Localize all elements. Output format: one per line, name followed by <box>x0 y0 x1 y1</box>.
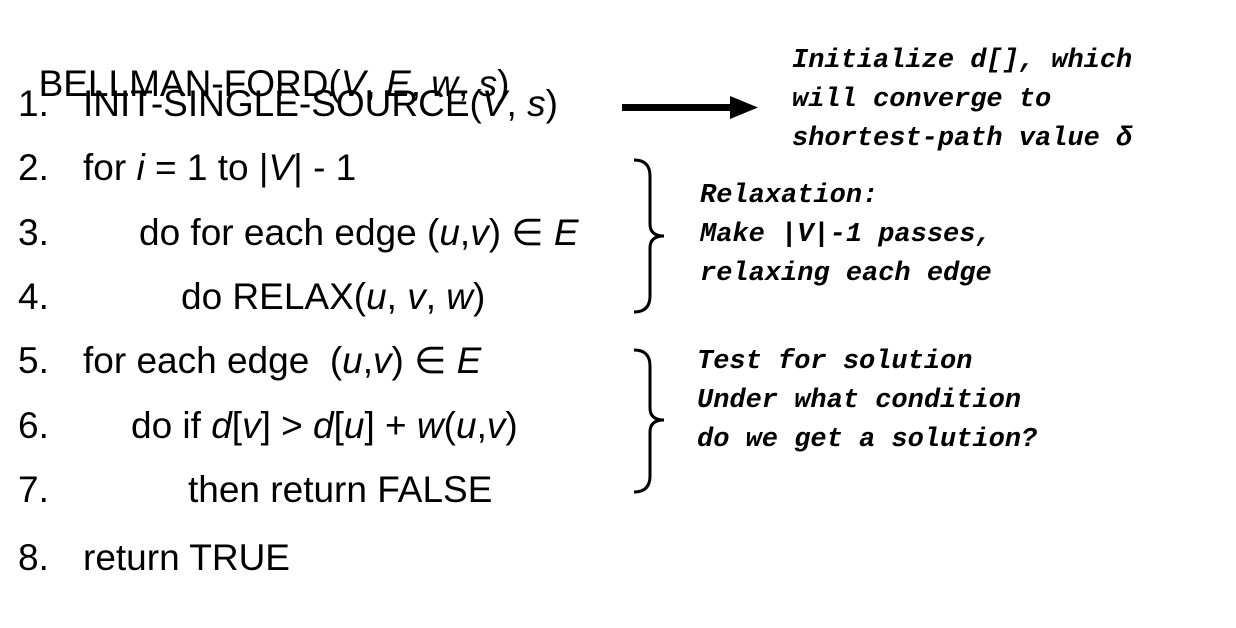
param-v: V <box>340 63 366 104</box>
param-e: E <box>386 63 411 104</box>
code-line-6: do if d[v] > d[u] + w(u,v) <box>131 405 518 446</box>
annotation-init-line-1: Initialize d[], which <box>792 46 1133 76</box>
param-s: s <box>478 63 498 104</box>
line-number-3: 3. <box>18 212 49 253</box>
right-brace-icon <box>633 348 665 494</box>
right-arrow-icon <box>622 96 758 119</box>
line-number-8: 8. <box>18 537 49 578</box>
annotation-test-line-2: Under what condition <box>697 386 1022 416</box>
algorithm-name: BELLMAN-FORD <box>38 63 329 104</box>
annotation-init-line-3: shortest-path value δ <box>792 124 1133 154</box>
line-number-7: 7. <box>18 469 49 510</box>
code-line-3: do for each edge (u,v) ∈ E <box>139 212 579 253</box>
line-number-5: 5. <box>18 340 49 381</box>
code-line-2: for i = 1 to |V| - 1 <box>83 147 357 188</box>
code-line-7: then return FALSE <box>188 469 493 510</box>
right-brace-icon <box>633 158 665 314</box>
algorithm-title: BELLMAN-FORD(V, E, w, s) <box>38 63 510 104</box>
line-number-6: 6. <box>18 405 49 446</box>
code-line-1: INIT-SINGLE-SOURCE(V, s) <box>83 83 558 124</box>
code-line-8: return TRUE <box>83 537 290 578</box>
annotation-relax-line-2: Make |V|-1 passes, <box>700 220 992 250</box>
code-line-4: do RELAX(u, v, w) <box>181 276 486 317</box>
annotation-relax-line-3: relaxing each edge <box>700 259 992 289</box>
line-number-4: 4. <box>18 276 49 317</box>
param-w: w <box>431 63 459 104</box>
code-line-5: for each edge (u,v) ∈ E <box>83 340 482 381</box>
annotation-relax-line-1: Relaxation: <box>700 181 879 211</box>
annotation-test-line-1: Test for solution <box>697 347 973 377</box>
annotation-test-line-3: do we get a solution? <box>697 425 1038 455</box>
line-number-2: 2. <box>18 147 49 188</box>
line-number-1: 1. <box>18 83 49 124</box>
annotation-init-line-2: will converge to <box>792 85 1052 115</box>
